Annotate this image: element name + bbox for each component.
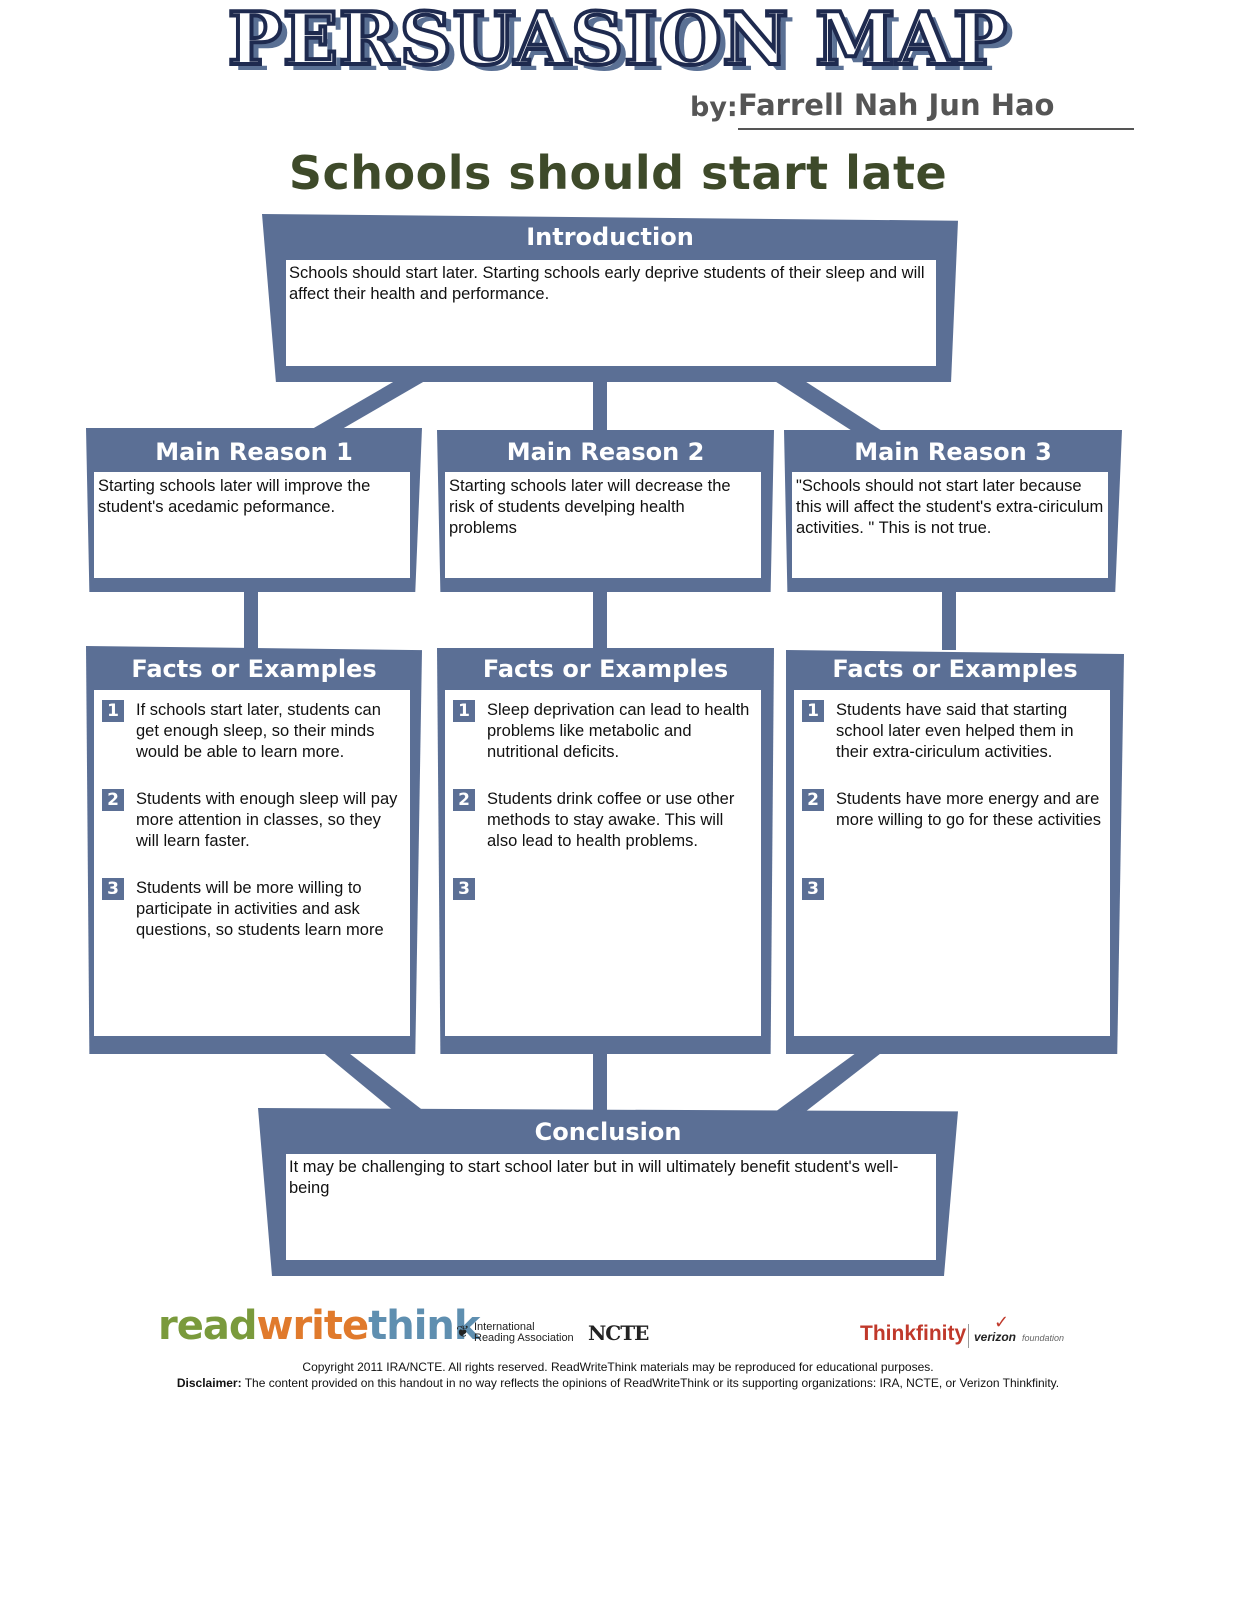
- facts-panel-1: Facts or Examples 1 If schools start lat…: [86, 646, 422, 1054]
- copyright-notice: Copyright 2011 IRA/NCTE. All rights rese…: [302, 1360, 934, 1374]
- fact-text: Sleep deprivation can lead to health pro…: [487, 701, 750, 761]
- disclaimer-notice: Disclaimer: The content provided on this…: [176, 1376, 1060, 1390]
- main-reason-2-text: Starting schools later will decrease the…: [449, 477, 731, 537]
- fact-number: 2: [453, 789, 475, 811]
- logo-divider: [968, 1324, 969, 1348]
- facts-1-title: Facts or Examples: [131, 655, 377, 683]
- fact-text: If schools start later, students can get…: [136, 701, 381, 761]
- fact-text: Students with enough sleep will pay more…: [136, 790, 398, 850]
- verizon-check-icon: ✓: [994, 1312, 1010, 1333]
- main-reason-1-panel: Main Reason 1 Starting schools later wil…: [86, 428, 422, 592]
- conclusion-panel: Conclusion It may be challenging to star…: [258, 1108, 958, 1276]
- conclusion-text-box[interactable]: It may be challenging to start school la…: [286, 1154, 936, 1260]
- main-reason-3-panel: Main Reason 3 "Schools should not start …: [784, 430, 1122, 592]
- main-reason-3-text-box[interactable]: "Schools should not start later because …: [792, 472, 1108, 578]
- main-reason-2-title: Main Reason 2: [506, 438, 705, 466]
- fact-number: 2: [102, 789, 124, 811]
- facts-panel-3: Facts or Examples 1 Students have said t…: [786, 650, 1124, 1054]
- main-reason-3-title: Main Reason 3: [854, 438, 1052, 466]
- facts-2-title: Facts or Examples: [482, 655, 729, 683]
- main-reason-1-text: Starting schools later will improve the …: [98, 477, 371, 516]
- fact-number: 3: [802, 878, 824, 900]
- introduction-title: Introduction: [526, 223, 694, 251]
- main-reason-1-title: Main Reason 1: [155, 438, 353, 466]
- map-title: PERSUASION MAP: [226, 0, 1009, 83]
- verizon-foundation-label: foundation: [1022, 1333, 1065, 1343]
- verizon-logo: verizon: [974, 1330, 1017, 1344]
- facts-2-text-box[interactable]: 1 Sleep deprivation can lead to health p…: [445, 690, 761, 1036]
- facts-3-title: Facts or Examples: [832, 655, 1078, 683]
- main-reason-1-text-box[interactable]: Starting schools later will improve the …: [94, 472, 410, 578]
- fact-number: 1: [453, 700, 475, 722]
- ira-logo-icon: ❦: [456, 1322, 470, 1341]
- fact-number: 3: [102, 878, 124, 900]
- ncte-logo: NCTE: [588, 1321, 649, 1345]
- readwritethink-logo: readwritethink: [158, 1303, 481, 1349]
- fact-number: 1: [802, 700, 824, 722]
- main-reason-2-panel: Main Reason 2 Starting schools later wil…: [437, 430, 774, 592]
- fact-text: Students will be more willing to partici…: [136, 879, 384, 939]
- main-reason-3-text: "Schools should not start later because …: [796, 477, 1104, 537]
- fact-number: 1: [102, 700, 124, 722]
- conclusion-text: It may be challenging to start school la…: [289, 1158, 899, 1197]
- topic-title[interactable]: Schools should start late: [288, 146, 948, 200]
- introduction-text-box[interactable]: Schools should start later. Starting sch…: [286, 260, 936, 366]
- thinkfinity-logo: Thinkfinity: [860, 1322, 967, 1345]
- fact-text: Students have more energy and are more w…: [836, 790, 1102, 829]
- author-name[interactable]: Farrell Nah Jun Hao: [738, 88, 1055, 122]
- fact-text: Students have said that starting school …: [836, 701, 1074, 761]
- author-underline: [738, 128, 1134, 130]
- conclusion-title: Conclusion: [534, 1118, 682, 1146]
- fact-number: 2: [802, 789, 824, 811]
- ira-logo: International Reading Association: [474, 1321, 574, 1344]
- introduction-panel: Introduction Schools should start later.…: [262, 214, 958, 382]
- by-label: by:: [690, 92, 738, 123]
- facts-1-text-box[interactable]: 1 If schools start later, students can g…: [94, 690, 410, 1036]
- facts-panel-2: Facts or Examples 1 Sleep deprivation ca…: [437, 648, 774, 1054]
- main-reason-2-text-box[interactable]: Starting schools later will decrease the…: [445, 472, 761, 578]
- fact-number: 3: [453, 878, 475, 900]
- facts-3-text-box[interactable]: 1 Students have said that starting schoo…: [794, 690, 1110, 1036]
- fact-text: Students drink coffee or use other metho…: [487, 790, 735, 850]
- introduction-text: Schools should start later. Starting sch…: [289, 264, 925, 303]
